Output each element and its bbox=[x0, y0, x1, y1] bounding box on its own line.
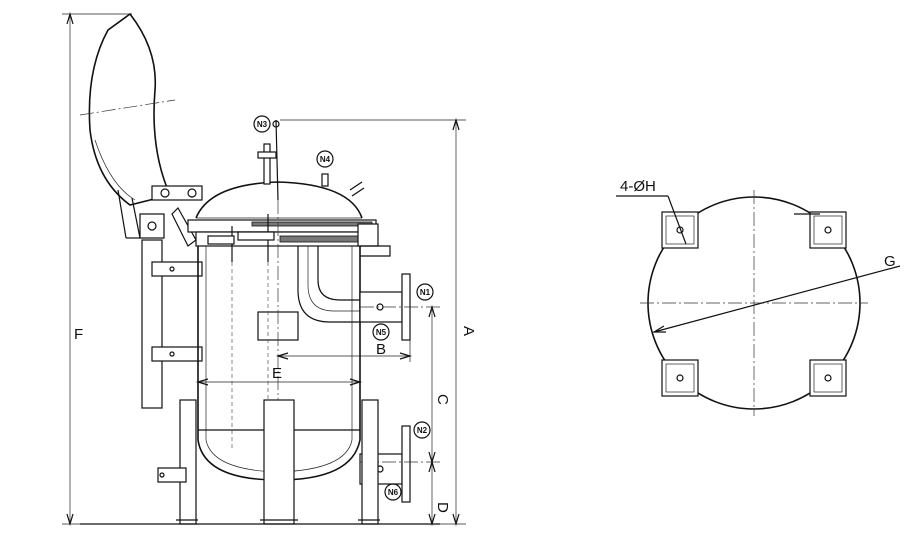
nozzle-callout-n2: N2 bbox=[413, 421, 431, 439]
svg-text:N1: N1 bbox=[420, 288, 431, 297]
svg-text:N2: N2 bbox=[417, 426, 428, 435]
dim-label-a: A bbox=[460, 326, 477, 336]
open-lid bbox=[79, 12, 176, 239]
dim-label-e: E bbox=[272, 365, 282, 382]
svg-text:N6: N6 bbox=[388, 488, 399, 497]
nozzle-callout-n6: N6 bbox=[384, 483, 402, 501]
dim-label-c: C bbox=[434, 394, 451, 405]
svg-text:N4: N4 bbox=[320, 155, 331, 164]
hinge-arm bbox=[139, 185, 203, 409]
nozzle-callouts: N3 N4 N1 N5 N2 N6 bbox=[253, 115, 434, 501]
svg-text:N5: N5 bbox=[376, 328, 387, 337]
support-legs bbox=[157, 399, 380, 525]
nozzle-upper bbox=[359, 273, 440, 341]
top-fittings bbox=[257, 119, 365, 201]
dim-label-f: F bbox=[74, 326, 83, 343]
nozzle-callout-n4: N4 bbox=[316, 150, 334, 168]
front-elevation bbox=[79, 12, 440, 525]
svg-text:N3: N3 bbox=[257, 120, 268, 129]
holes-label: 4-ØH bbox=[620, 178, 656, 195]
nozzle-callout-n3: N3 bbox=[253, 115, 271, 133]
base-pads bbox=[661, 211, 847, 397]
dimension-labels: F E B A C D bbox=[74, 326, 477, 513]
dimension-lines bbox=[62, 11, 466, 527]
dim-label-g: G bbox=[884, 253, 896, 270]
plan-view: 4-ØH G bbox=[616, 178, 901, 416]
top-head bbox=[195, 181, 363, 219]
inlet-elbow bbox=[297, 246, 360, 323]
nozzle-callout-n5: N5 bbox=[372, 323, 390, 341]
nozzle-callout-n1: N1 bbox=[416, 283, 434, 301]
dim-label-d: D bbox=[434, 502, 451, 513]
dim-label-b: B bbox=[376, 341, 386, 358]
